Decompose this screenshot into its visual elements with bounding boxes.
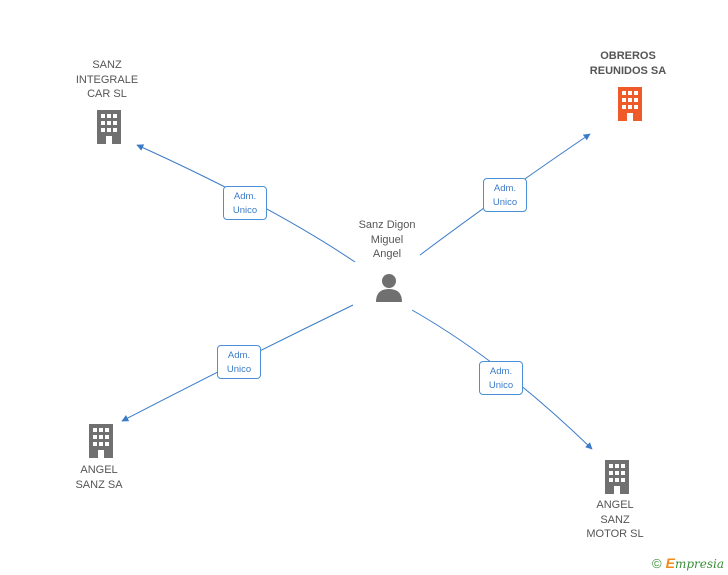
relation-role: Adm. [493,183,517,194]
relation-role: Adm. [233,191,257,202]
company-name-sanz-integrale[interactable]: SANZ INTEGRALE CAR SL [75,59,139,100]
company-name-angel-sanz-sa[interactable]: ANGEL SANZ SA [75,464,123,491]
building-icon[interactable] [615,85,645,121]
company-name-angel-sanz-motor[interactable]: ANGEL SANZ MOTOR SL [586,499,644,540]
relation-role: Adm. [227,350,251,361]
person-icon[interactable] [374,272,404,302]
brand-name: mpresia [674,557,724,571]
company-name-obreros-reunidos[interactable]: OBREROS REUNIDOS SA [589,50,667,77]
building-icon[interactable] [94,108,124,144]
relation-type: Unico [492,197,518,208]
building-icon[interactable] [602,458,632,494]
copyright-symbol: © [652,556,662,571]
relation-label[interactable]: Adm. Unico [217,345,261,379]
relation-type: Unico [232,205,258,216]
center-person-name[interactable]: Sanz Digon Miguel Angel [358,219,416,260]
relation-type: Unico [226,364,252,375]
building-icon[interactable] [86,422,116,458]
relation-label[interactable]: Adm. Unico [483,178,527,212]
brand-footer: ©Empresia [652,555,724,571]
relation-label[interactable]: Adm. Unico [223,186,267,220]
relation-role: Adm. [489,366,513,377]
relation-label[interactable]: Adm. Unico [479,361,523,395]
relation-type: Unico [488,380,514,391]
brand-logo-initial: E [665,555,675,571]
